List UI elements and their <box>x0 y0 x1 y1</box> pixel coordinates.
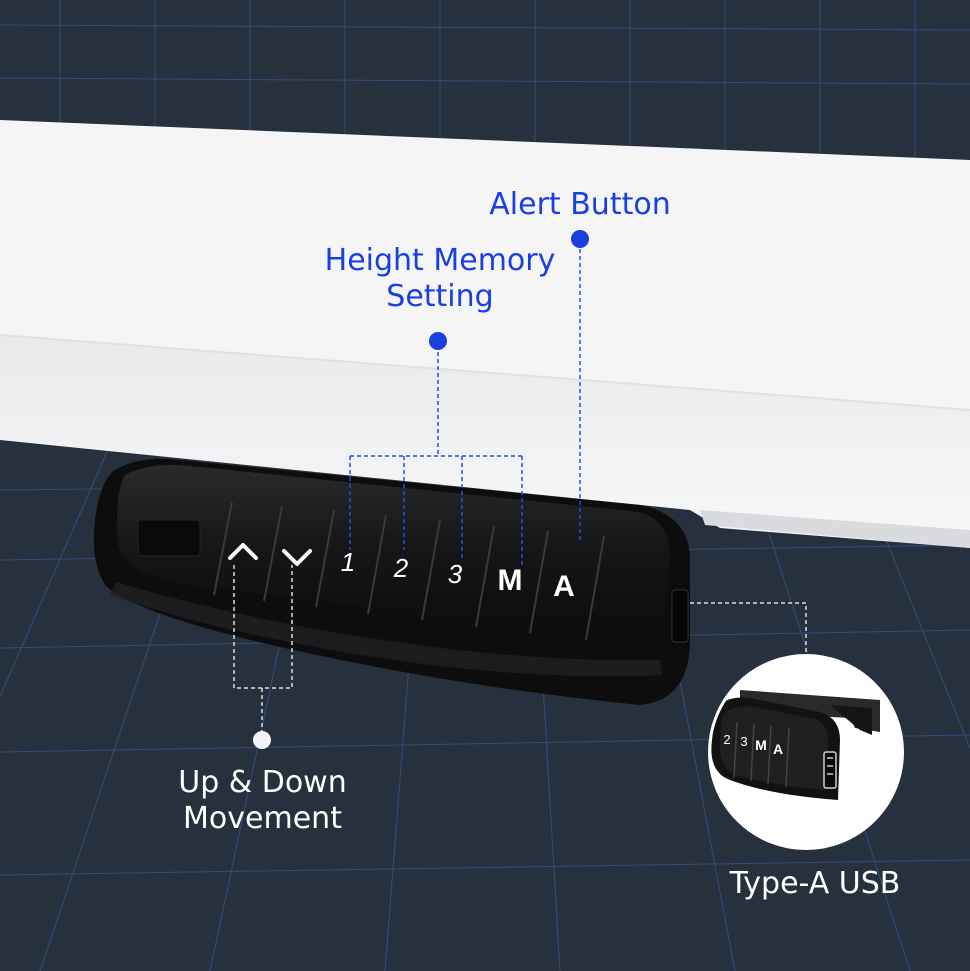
inset-key-m: M <box>755 737 767 753</box>
usb-port <box>671 589 689 643</box>
usb-detail-inset: 2 3 M A <box>708 654 904 850</box>
memory-callout-dot <box>429 332 447 350</box>
alert-key-a[interactable]: A <box>553 570 575 603</box>
alert-callout-dot <box>571 230 589 248</box>
inset-key-3: 3 <box>740 734 747 749</box>
callout-connectors <box>233 242 807 735</box>
updown-callout-dot <box>253 731 271 749</box>
up-down-label-line2: Movement <box>183 801 342 836</box>
alert-button-label: Alert Button <box>489 187 671 222</box>
memory-key-1[interactable]: 1 <box>341 547 355 577</box>
usb-label: Type-A USB <box>729 866 901 901</box>
chevron-up-icon[interactable] <box>228 543 258 560</box>
inset-key-2: 2 <box>723 732 730 747</box>
height-memory-label-line2: Setting <box>386 279 494 314</box>
up-down-label-line1: Up & Down <box>178 765 347 800</box>
memory-key-3[interactable]: 3 <box>448 559 463 589</box>
memory-key-2[interactable]: 2 <box>393 553 409 583</box>
height-memory-label-line1: Height Memory <box>324 243 556 278</box>
display-screen <box>137 519 201 557</box>
chevron-down-icon[interactable] <box>282 549 312 566</box>
desk-beam <box>0 120 970 548</box>
desk-controller: 1 2 3 M A <box>93 458 690 705</box>
up-down-label: Up & Down Movement <box>140 765 385 837</box>
height-memory-label: Height Memory Setting <box>300 243 580 315</box>
memory-set-key-m[interactable]: M <box>498 564 523 597</box>
inset-key-a: A <box>773 741 783 757</box>
